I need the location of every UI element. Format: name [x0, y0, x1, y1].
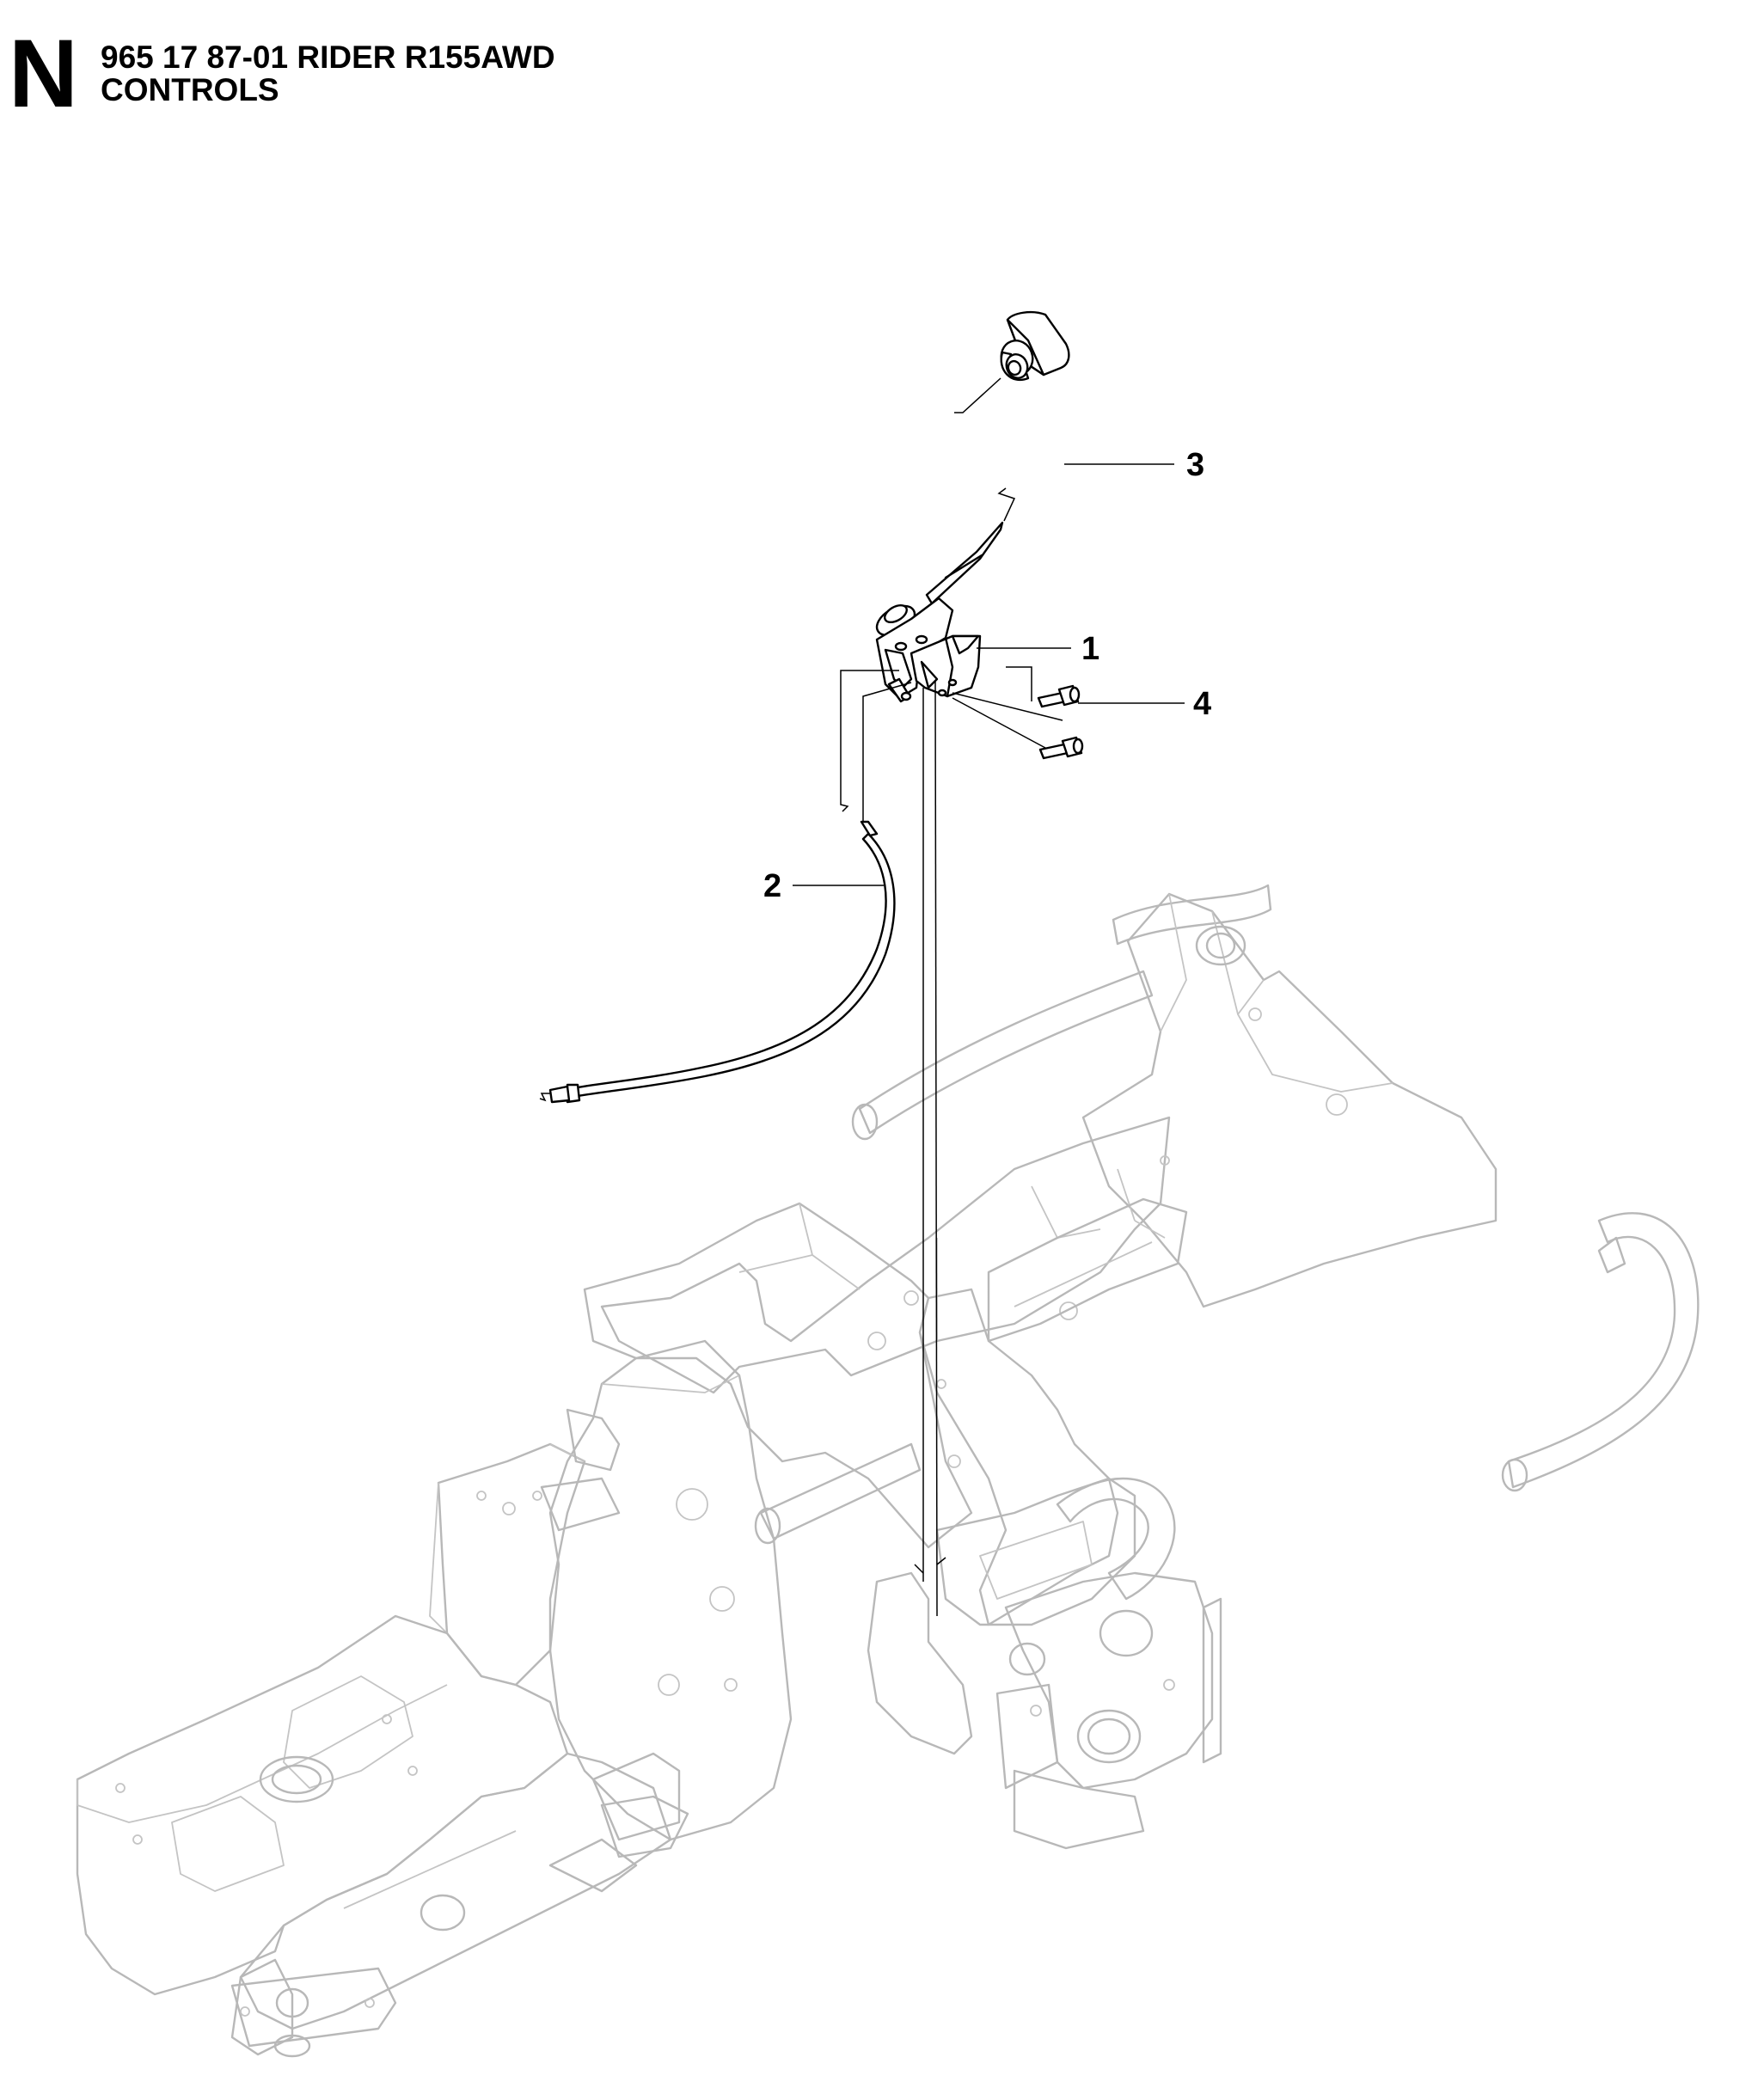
page-header: N 965 17 87-01 RIDER R155AWD CONTROLS	[0, 0, 1764, 138]
title-part-number: 965 17 87-01 RIDER R155AWD	[101, 40, 555, 75]
part-3-knob	[1000, 310, 1070, 381]
part-1-control-bracket	[875, 377, 1016, 1617]
section-letter: N	[9, 20, 78, 127]
callout-4: 4	[1078, 686, 1211, 722]
part-2-cable	[539, 670, 912, 1104]
callout-1: 1	[977, 631, 1099, 667]
callout-label-1: 1	[1081, 631, 1099, 667]
callout-2: 2	[763, 868, 884, 904]
callout-label-3: 3	[1186, 447, 1204, 483]
chassis-frame-ghost	[76, 884, 1700, 2058]
callout-label-4: 4	[1193, 686, 1211, 722]
callout-label-2: 2	[763, 868, 781, 904]
callout-3: 3	[1064, 447, 1204, 483]
title-section-name: CONTROLS	[101, 72, 279, 107]
title-block: 965 17 87-01 RIDER R155AWD CONTROLS	[101, 41, 555, 107]
part-4-screws	[952, 666, 1084, 760]
